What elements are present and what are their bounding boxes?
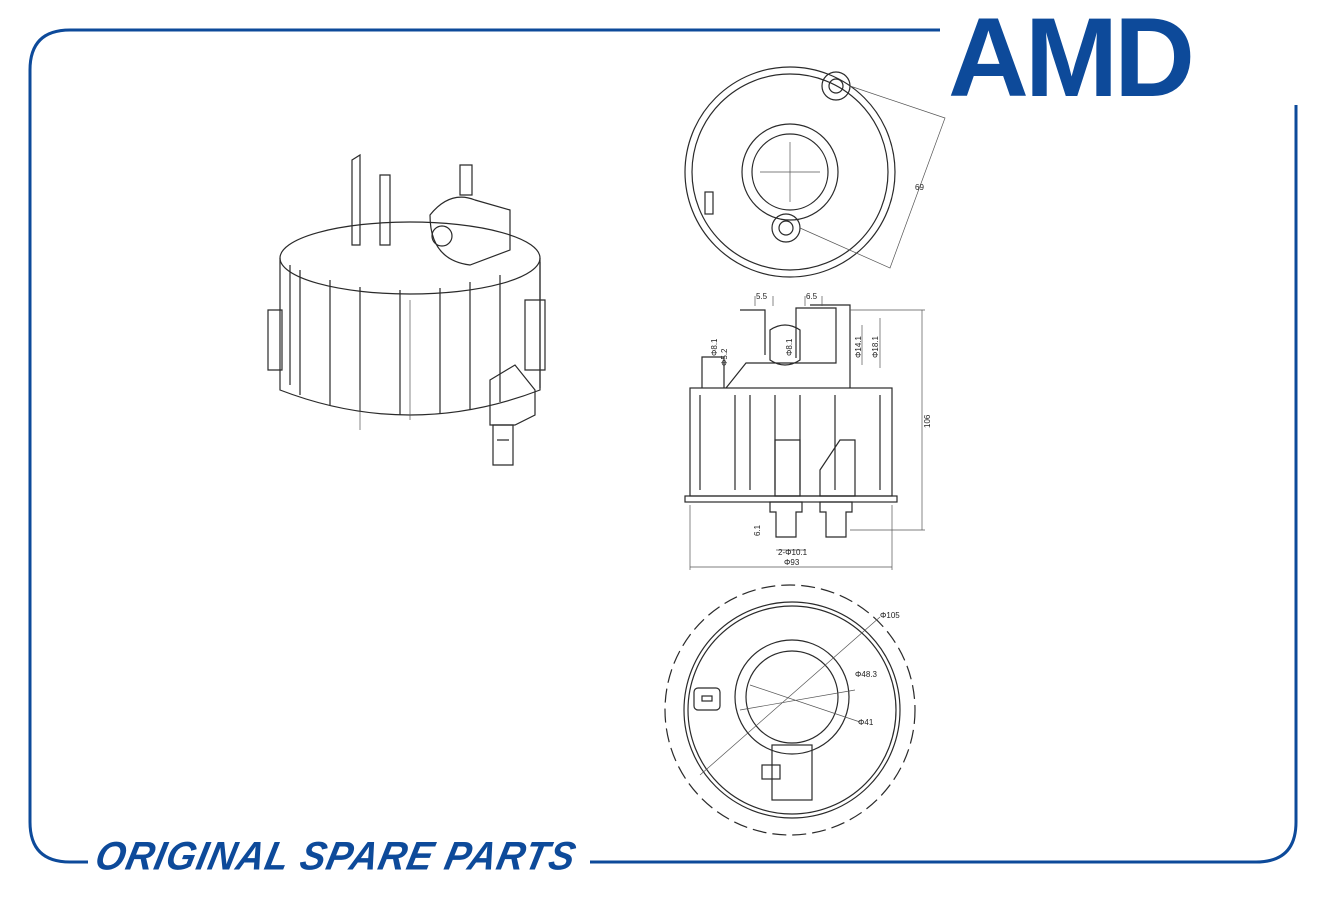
- dim-label: Φ8.1: [785, 338, 794, 356]
- side-view: 5.5 6.5 Φ8.1 Φ5.2 Φ8.1 Φ14.1 Φ18.1 106 6…: [684, 292, 932, 570]
- bottom-view: Φ105 Φ48.3 Φ41: [664, 584, 916, 836]
- dim-label: 106: [923, 414, 932, 428]
- dim-label: 5.5: [756, 292, 768, 301]
- brand-logo: AMD: [948, 0, 1195, 120]
- top-view: 69: [684, 66, 946, 278]
- dim-label: Φ93: [784, 558, 800, 567]
- dim-label: 69: [915, 183, 924, 192]
- dim-label: Φ18.1: [871, 335, 880, 358]
- dim-label: 6.5: [806, 292, 818, 301]
- dim-label: Φ14.1: [854, 335, 863, 358]
- dim-label: 2-Φ10.1: [778, 548, 808, 557]
- dim-label: Φ105: [880, 611, 900, 620]
- dim-label: Φ41: [858, 718, 874, 727]
- dim-label: Φ5.2: [720, 348, 729, 366]
- footer-tagline: ORIGINAL SPARE PARTS: [91, 834, 581, 880]
- isometric-view: [267, 153, 546, 466]
- dim-label: Φ8.1: [710, 338, 719, 356]
- frame-border: [28, 28, 1298, 864]
- dim-label: 6.1: [753, 524, 762, 536]
- dim-label: Φ48.3: [855, 670, 878, 679]
